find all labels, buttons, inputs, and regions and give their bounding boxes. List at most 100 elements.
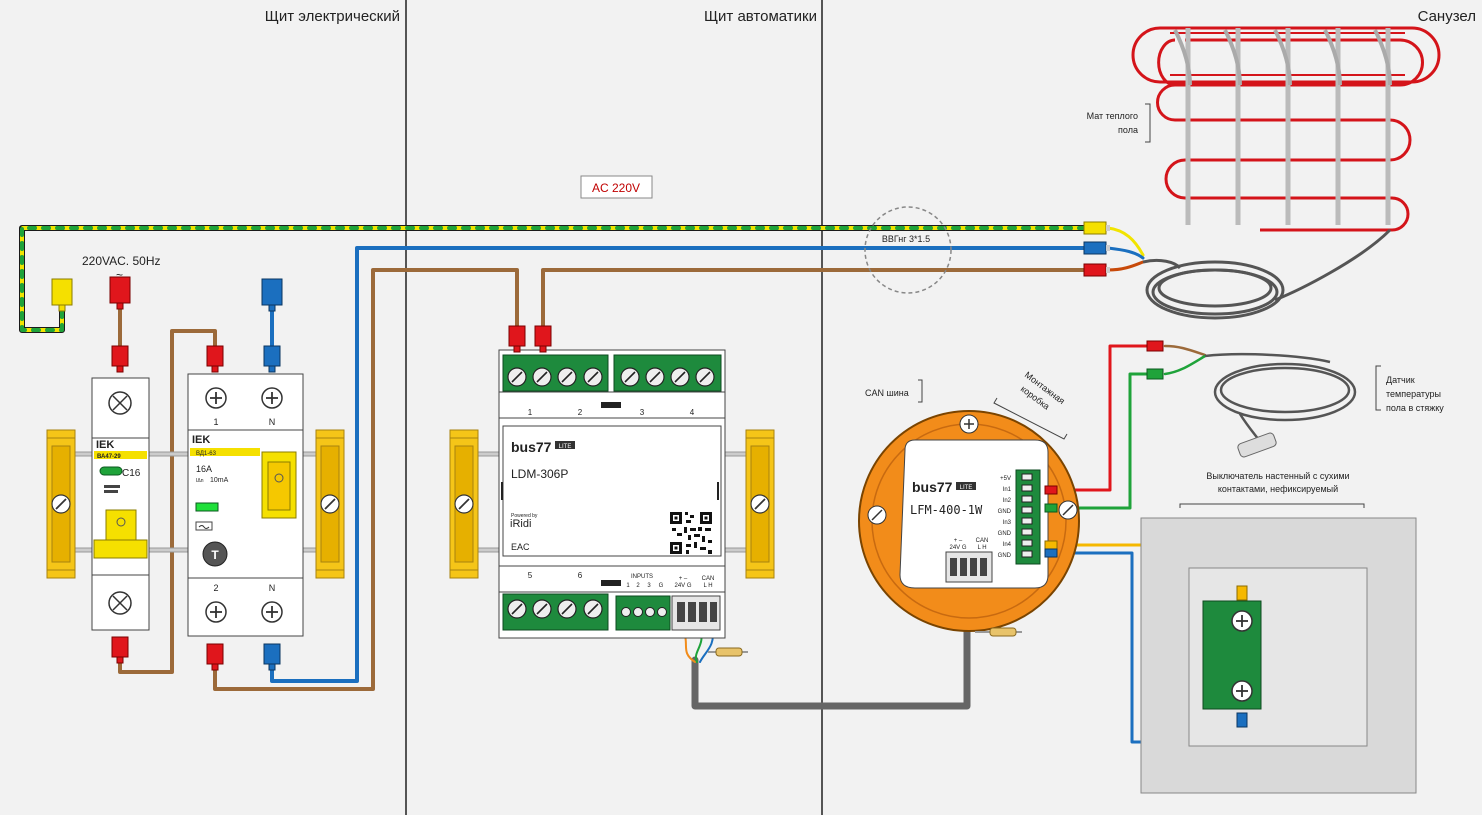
lfm-pin-in2: In2 — [1003, 498, 1012, 504]
breaker-model: ВА47-29 — [97, 454, 121, 460]
switch-label-line1: Выключатель настенный с сухими — [1206, 471, 1349, 481]
rcd-terminal-1-label: 1 — [213, 417, 218, 427]
ldm-brand: bus77 — [511, 439, 552, 455]
wires — [19, 225, 1244, 744]
lfm-pin-gnd-3: GND — [998, 553, 1012, 559]
rcd-leak-prefix: IΔn — [196, 478, 204, 484]
section-title-bathroom: Санузел — [1418, 8, 1476, 25]
rcd-model: ВД1-63 — [196, 451, 217, 457]
rcd-terminal-n-label: N — [269, 417, 276, 427]
junction-bracket — [993, 397, 1068, 440]
lfm-pin-in1: In1 — [1003, 487, 1012, 493]
neutral-supply-lug — [261, 278, 283, 312]
supply-label: 220VAC. 50Hz — [82, 254, 161, 268]
lfm-pin-gnd-2: GND — [998, 531, 1012, 537]
lfm-body — [899, 439, 1049, 589]
mat-pe-lug — [1083, 221, 1110, 235]
switch-screw-bottom — [1231, 680, 1253, 702]
section-title-electrical: Щит электрический — [265, 8, 400, 25]
lfm-terminal-block — [1015, 469, 1041, 565]
ldm-channel-4-label: 4 — [690, 408, 695, 417]
mat-phase-lug — [1083, 263, 1110, 277]
ldm-powered-by: Powered by — [511, 513, 538, 519]
supply-terminals: 220VAC. 50Hz ~ — [51, 254, 283, 312]
circuit-breaker: IEK ВА47-29 C16 — [91, 345, 150, 664]
breaker-brand: IEK — [96, 439, 114, 451]
ac-220v-label: AC 220V — [592, 181, 640, 195]
ldm-channel-2-label: 2 — [578, 408, 583, 417]
ldm-input-g-label: G — [659, 583, 664, 589]
sensor-bracket — [1375, 365, 1381, 411]
cable-label: ВВГнг 3*1.5 — [882, 234, 930, 244]
rcd-brand: IEK — [192, 434, 210, 446]
phase-out-wire — [213, 268, 519, 691]
heating-mat — [1131, 26, 1441, 302]
ldm-inputs-title: INPUTS — [631, 574, 653, 580]
ldm-input-1-label: 1 — [626, 583, 630, 589]
plate-screw-right — [1058, 500, 1078, 520]
din-mount-clip — [449, 429, 479, 579]
rcd-terminal-2-label: 2 — [213, 583, 218, 593]
ldm-terminator-resistor — [708, 647, 748, 657]
rcd-current: 16A — [196, 464, 212, 474]
temperature-sensor — [1146, 340, 1357, 458]
breaker-rating: C16 — [122, 468, 141, 479]
ldm-306p-module: 1 2 3 4 bus77 LITE LDM-306P Powered by i… — [498, 349, 748, 657]
rcd-terminal-n-out-label: N — [269, 583, 276, 593]
pe-supply-lug — [51, 278, 73, 312]
breaker-body — [91, 377, 150, 631]
can-bus-label: CAN шина — [865, 388, 909, 398]
rcd-screw-1 — [205, 387, 227, 409]
ldm-eac-mark: EAC — [511, 542, 530, 552]
switch-bracket — [1179, 503, 1365, 508]
ldm-power-label: 24V G — [674, 583, 691, 589]
ldm-channel-1-label: 1 — [528, 408, 533, 417]
rcd-leak: 10mA — [210, 477, 229, 484]
ldm-input-3-label: 3 — [647, 583, 651, 589]
wall-switch — [1140, 517, 1417, 794]
din-mount-clip — [745, 429, 775, 579]
mat-neutral-lug — [1083, 241, 1110, 255]
phase-supply-lug — [109, 276, 131, 310]
rcd-screw-n-out — [261, 601, 283, 623]
lfm-model: LFM-400-1W — [910, 503, 983, 517]
lfm-400-1w-module: bus77 LITE LFM-400-1W +5V In1 In2 GND In… — [858, 410, 1080, 637]
ac-symbol: ~ — [116, 268, 123, 282]
mat-feed-cable-coil — [1142, 258, 1285, 320]
lfm-pin-in4: In4 — [1003, 542, 1012, 548]
lfm-brand: bus77 — [912, 479, 953, 495]
ldm-can-label: CAN — [702, 576, 715, 582]
lfm-pin-5v: +5V — [1000, 476, 1011, 482]
ac-220v-box — [580, 175, 653, 199]
lfm-badge: LITE — [960, 485, 973, 491]
rcd-test-button[interactable] — [202, 541, 228, 567]
sensor-red-wire — [1055, 344, 1152, 492]
section-title-automation: Щит автоматики — [704, 8, 817, 25]
rcd-test-label: T — [211, 548, 219, 562]
ldm-channel-5-label: 5 — [528, 571, 533, 580]
ldm-power-polarity: + – — [679, 576, 688, 582]
can-bracket — [918, 379, 923, 403]
rcd-screw-n — [261, 387, 283, 409]
lfm-can-sub: L H — [977, 545, 986, 551]
breaker-toggle[interactable] — [105, 509, 137, 541]
switch-screw-top — [1231, 610, 1253, 632]
switch-label-line2: контактами, нефиксируемый — [1218, 484, 1338, 494]
ldm-qr-code — [669, 511, 713, 555]
rcd-device: 1 N IEK ВД1-63 16A IΔn 10mA T 2 N — [187, 345, 304, 671]
sensor-probe — [1237, 432, 1277, 458]
din-mount-clip — [46, 429, 76, 579]
lfm-terminator-resistor — [975, 627, 1022, 637]
ldm-input-2-label: 2 — [636, 583, 640, 589]
mat-label-line2: пола — [1118, 125, 1138, 135]
ldm-channel-3-label: 3 — [640, 408, 645, 417]
breaker-indicator — [99, 466, 123, 476]
cable-highlight-circle — [864, 206, 952, 294]
breaker-rcd-brown-wire — [118, 329, 217, 674]
sensor-label-line3: пола в стяжку — [1386, 403, 1444, 413]
ldm-model: LDM-306P — [511, 467, 568, 481]
mat-label-line1: Мат теплого — [1087, 111, 1138, 121]
lfm-can-label: CAN — [976, 538, 989, 544]
can-bus-cable — [691, 621, 971, 710]
